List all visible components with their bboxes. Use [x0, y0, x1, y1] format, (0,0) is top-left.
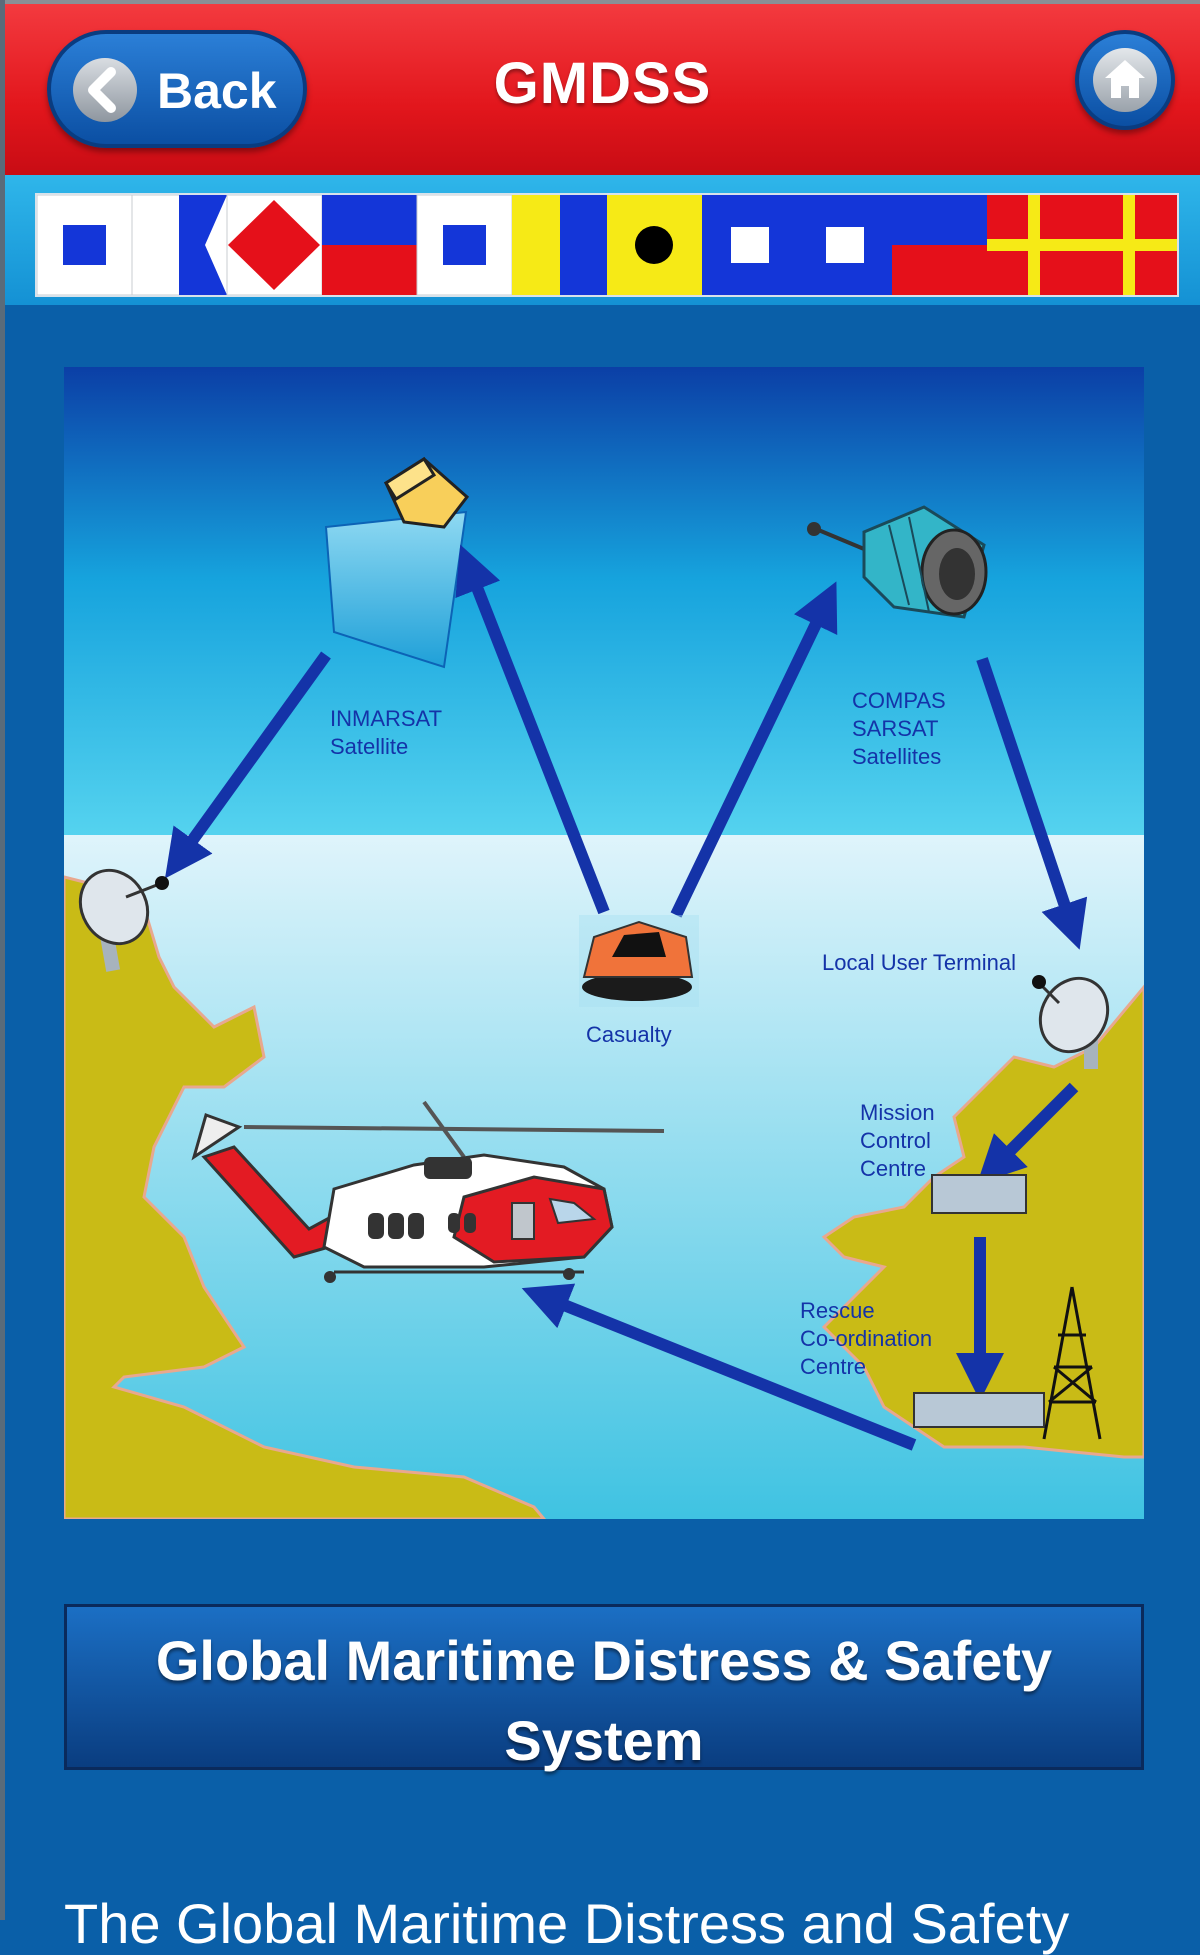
arrow-inmarsat-to-dish: [164, 651, 331, 879]
nav-header: GMDSS Back: [5, 4, 1200, 175]
signal-flag-A-2: [702, 195, 797, 295]
window-top-border: [0, 0, 1200, 4]
back-button[interactable]: Back: [47, 30, 307, 148]
signal-flag-strip: [35, 193, 1179, 297]
casualty-liferaft: [579, 915, 699, 1007]
page-title: GMDSS: [493, 51, 712, 116]
signal-flag-M: [37, 195, 133, 295]
left-coastline: [64, 875, 546, 1519]
signal-flag-E: [512, 195, 607, 295]
arrow-casualty-to-sarsat: [670, 581, 838, 918]
signal-flag-F: [797, 195, 892, 295]
mission-control-building: [931, 1174, 1027, 1214]
back-button-label: Back: [157, 63, 277, 119]
mission-control-label: Mission Control Centre: [860, 1100, 935, 1181]
casualty-label: Casualty: [586, 1022, 672, 1047]
rescue-helicopter: [191, 1100, 665, 1283]
compas-sarsat-label: COMPAS SARSAT Satellites: [852, 688, 946, 769]
arrow-rcc-to-helicopter: [521, 1283, 917, 1451]
inmarsat-satellite: [324, 456, 470, 669]
signal-arrows: [164, 544, 1088, 1451]
local-user-terminal-label: Local User Terminal: [822, 950, 1017, 975]
signal-flag-A: [131, 195, 228, 295]
rescue-coordination-building: [913, 1392, 1045, 1428]
inmarsat-label: INMARSAT Satellite: [330, 706, 443, 759]
chevron-left-icon: [73, 58, 137, 122]
arrow-sarsat-to-lut: [976, 657, 1088, 950]
home-button[interactable]: [1075, 30, 1175, 130]
coast-station-dish: [78, 868, 169, 972]
signal-flag-E-2: [892, 195, 987, 295]
signal-flag-I: [322, 195, 417, 295]
signal-flag-Y: [1082, 195, 1177, 295]
intro-paragraph: The Global Maritime Distress and Safety: [64, 1892, 1070, 1955]
system-title: Global Maritime Distress & Safety System: [155, 1629, 1053, 1772]
signal-flag-banner: [5, 175, 1200, 305]
sky-background: [64, 367, 1144, 837]
signal-flag-R: [226, 195, 323, 295]
window-left-border: [0, 0, 5, 1920]
signal-flag-S: [607, 195, 702, 295]
local-user-terminal-dish: [1032, 975, 1110, 1069]
sarsat-satellite: [807, 505, 988, 619]
arrow-lut-to-mcc: [977, 1082, 1079, 1184]
arrow-casualty-to-inmarsat: [455, 544, 610, 915]
gmdss-diagram: INMARSAT Satellite COMPAS SARSAT Satelli…: [64, 367, 1144, 1519]
signal-flag-T: [987, 195, 1082, 295]
rescue-coordination-label: Rescue Co-ordination Centre: [800, 1298, 933, 1379]
signal-flag-N: [416, 195, 513, 295]
radio-tower: [1042, 1286, 1102, 1440]
home-icon: [1093, 48, 1157, 112]
system-title-box: Global Maritime Distress & Safety System: [64, 1604, 1144, 1772]
